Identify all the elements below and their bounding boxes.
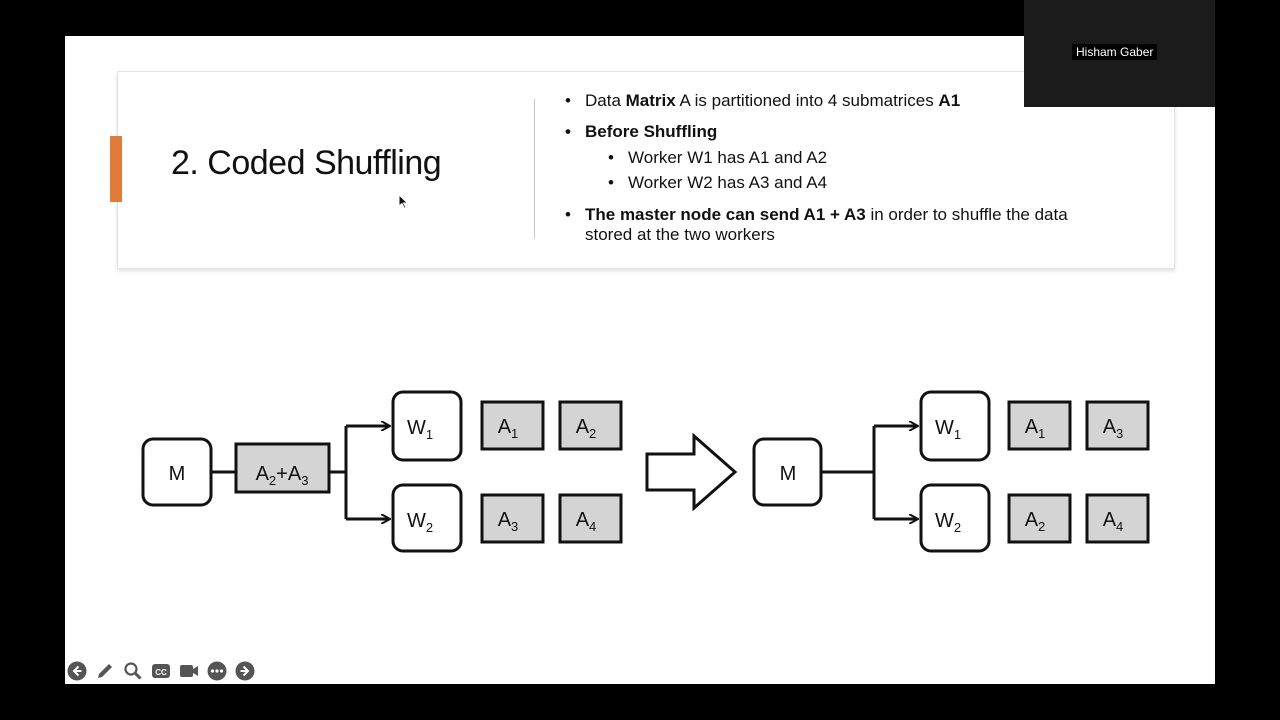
svg-text:W2: W2 xyxy=(935,510,961,535)
right-worker-w2: W2 xyxy=(919,483,991,553)
svg-text:W1: W1 xyxy=(935,417,961,442)
previous-slide-icon[interactable] xyxy=(66,660,88,682)
left-master-label: M xyxy=(169,463,186,485)
right-w2-block-a4: A4 xyxy=(1085,493,1150,544)
zoom-icon[interactable] xyxy=(122,660,144,682)
left-w2-block-a3: A3 xyxy=(480,493,545,544)
slide-header-card xyxy=(117,71,1175,269)
svg-text:A1: A1 xyxy=(1025,416,1046,441)
svg-text:A2: A2 xyxy=(1025,509,1046,534)
svg-text:A1: A1 xyxy=(498,416,519,441)
svg-text:A2: A2 xyxy=(576,416,597,441)
right-worker-w1: W1 xyxy=(919,390,991,462)
pen-icon[interactable] xyxy=(94,660,116,682)
more-icon[interactable] xyxy=(206,660,228,682)
right-w1-block-a3: A3 xyxy=(1085,400,1150,451)
left-master-node: M xyxy=(141,437,213,507)
right-master-node: M xyxy=(752,437,823,507)
header-divider xyxy=(534,99,535,239)
svg-text:A4: A4 xyxy=(576,509,597,534)
right-w1-block-a1: A1 xyxy=(1007,400,1072,451)
captions-icon[interactable]: CC xyxy=(150,660,172,682)
right-w2-block-a2: A2 xyxy=(1007,493,1072,544)
slide-title: 2. Coded Shuffling xyxy=(171,144,442,182)
bullet-before-shuffling: •Before Shuffling xyxy=(565,122,718,141)
presenter-name: Hisham Gaber xyxy=(1072,44,1158,60)
bullet-master-node-line2: stored at the two workers xyxy=(585,225,775,244)
coded-shuffling-diagram: M A2+A3 W1 A1 A2 W2 A3 A xyxy=(141,390,1150,553)
title-accent-bar xyxy=(110,136,122,202)
svg-text:A3: A3 xyxy=(1103,416,1124,441)
video-icon[interactable] xyxy=(178,660,200,682)
svg-text:W1: W1 xyxy=(407,417,433,442)
svg-text:A3: A3 xyxy=(498,509,519,534)
svg-text:A4: A4 xyxy=(1103,509,1124,534)
left-worker-w1: W1 xyxy=(391,390,463,462)
mouse-cursor-icon xyxy=(398,194,409,210)
transition-arrow-icon xyxy=(645,432,738,512)
bullet-data-matrix: •Data Matrix A is partitioned into 4 sub… xyxy=(565,91,961,110)
sub-bullet-worker-w1: •Worker W1 has A1 and A2 xyxy=(608,148,828,167)
left-worker-w2: W2 xyxy=(391,483,463,553)
right-master-label: M xyxy=(780,463,797,485)
left-w1-block-a1: A1 xyxy=(480,400,545,451)
next-slide-icon[interactable] xyxy=(234,660,256,682)
svg-text:CC: CC xyxy=(155,668,167,677)
coded-message-label: A2+A3 xyxy=(256,463,309,488)
bullet-master-node: •The master node can send A1 + A3 in ord… xyxy=(565,205,1068,224)
left-w1-block-a2: A2 xyxy=(558,400,623,451)
sub-bullet-worker-w2: •Worker W2 has A3 and A4 xyxy=(608,173,828,192)
svg-text:W2: W2 xyxy=(407,510,433,535)
left-coded-message: A2+A3 xyxy=(234,442,331,494)
left-w2-block-a4: A4 xyxy=(558,493,623,544)
slide: 2. Coded Shuffling •Data Matrix A is par… xyxy=(65,36,1215,684)
